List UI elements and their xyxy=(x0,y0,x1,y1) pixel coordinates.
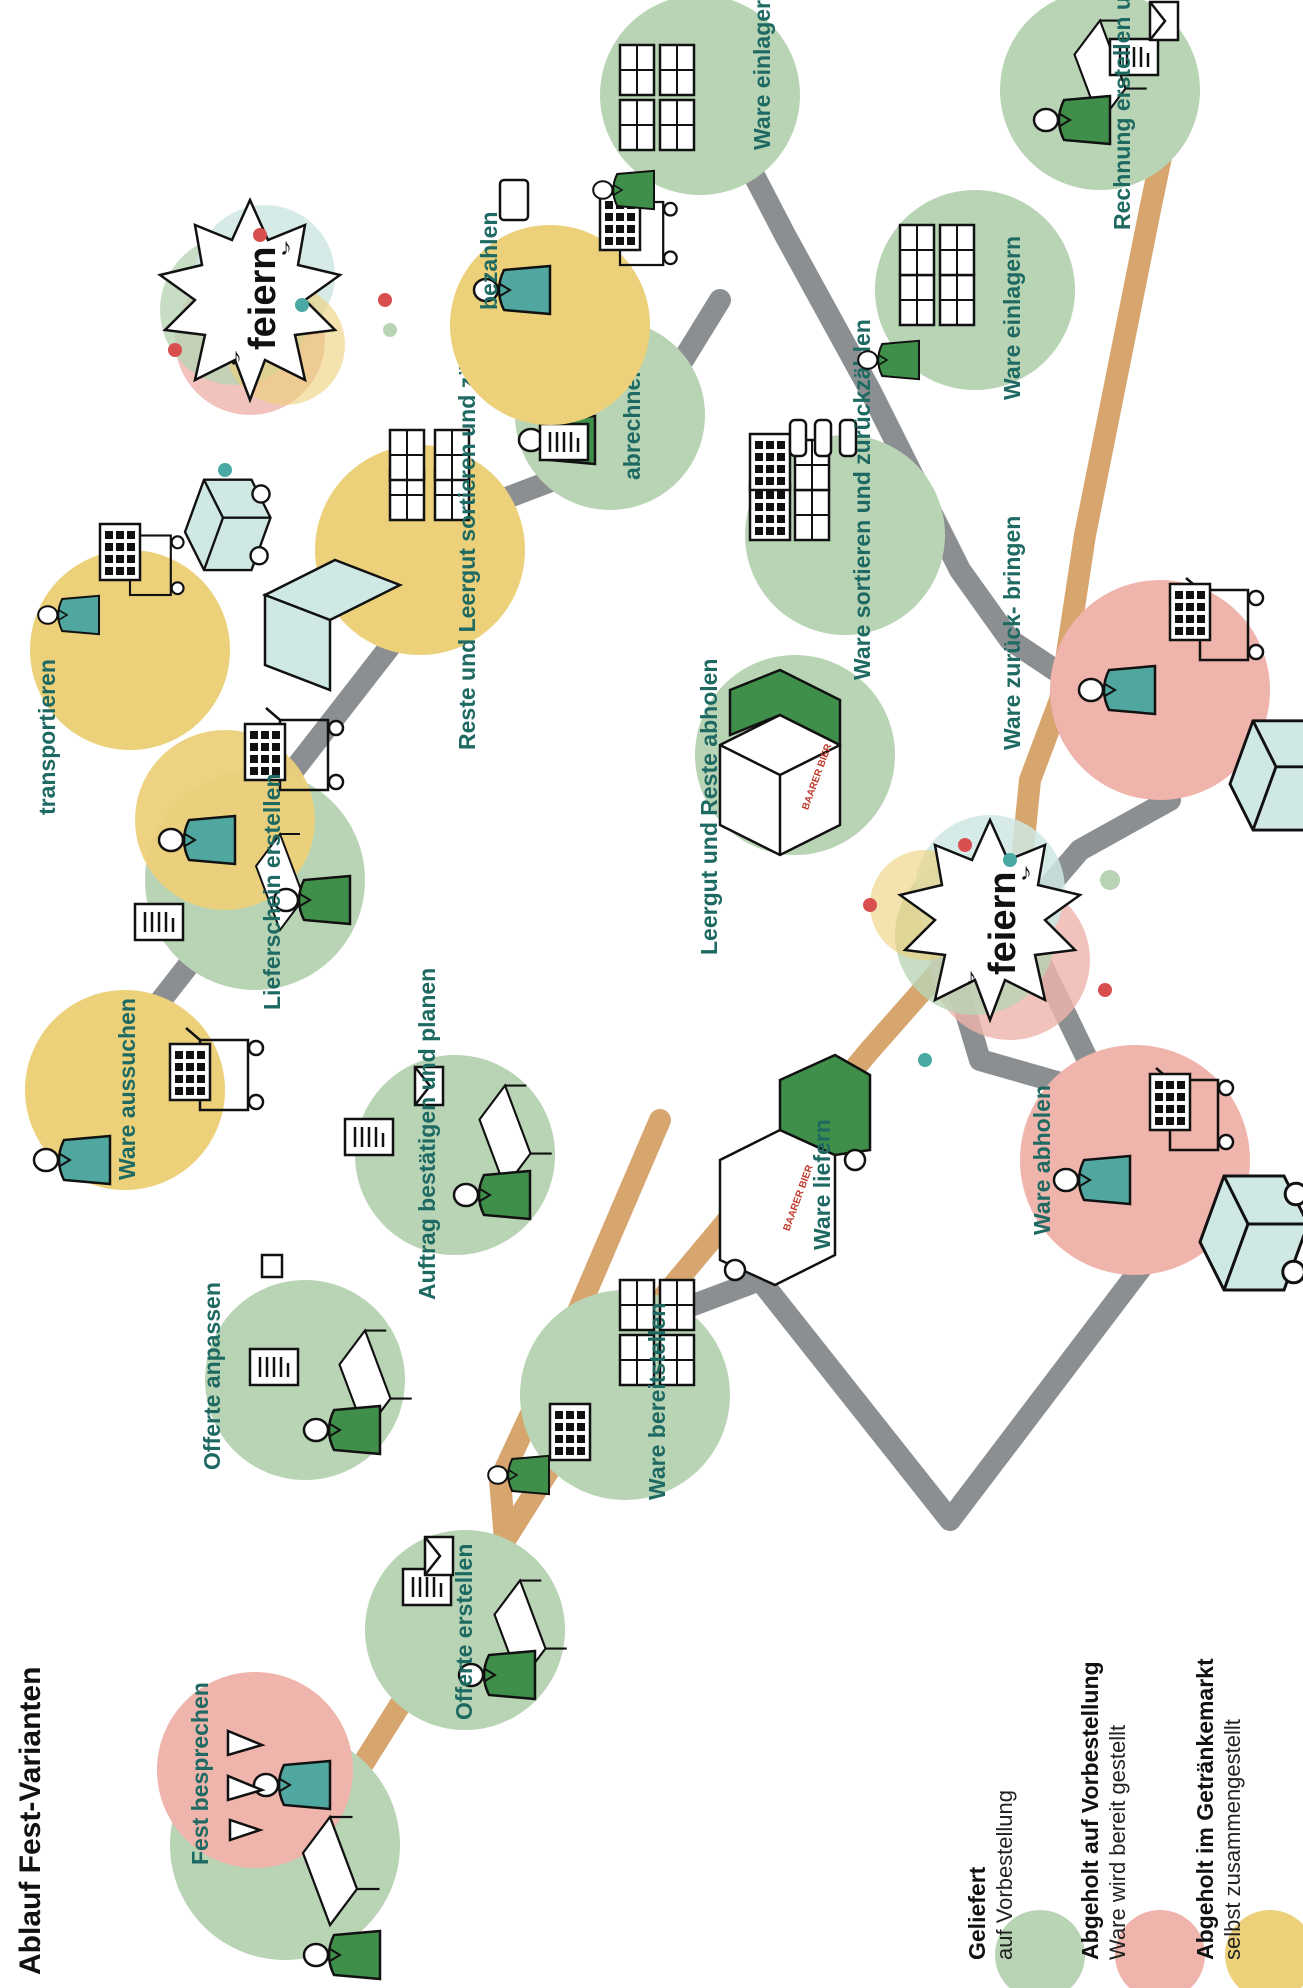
label-ware-zurueckbringen: Ware zurück- bringen xyxy=(999,516,1025,750)
station-ware-zurueckbringen: Ware zurück- bringen xyxy=(999,516,1303,832)
svg-text:auf Vorbestellung: auf Vorbestellung xyxy=(992,1790,1017,1960)
station-fest-besprechen: Fest besprechen xyxy=(157,1672,400,1981)
station-ware-einlagern-top: Ware einlagern xyxy=(592,0,800,211)
svg-text:Fest besprechen: Fest besprechen xyxy=(187,1682,213,1865)
label-ware-sortieren: Ware sortieren und zurückzählen xyxy=(849,319,875,680)
legend: Geliefert auf Vorbestellung Abgeholt auf… xyxy=(964,1658,1303,1988)
svg-text:feiern: feiern xyxy=(982,872,1024,975)
label-ware-einlagern-top: Ware einlagern xyxy=(749,0,775,150)
station-ware-einlagern-bottom: Ware einlagern xyxy=(857,190,1075,400)
svg-text:Ware sortieren und zurückzähle: Ware sortieren und zurückzählen xyxy=(849,319,875,680)
svg-text:Rechnung erstellen und schicke: Rechnung erstellen und schicken xyxy=(1109,0,1135,230)
svg-text:Offerte erstellen: Offerte erstellen xyxy=(451,1544,477,1720)
station-offerte-anpassen: Offerte anpassen xyxy=(199,1253,413,1480)
label-leergut-abholen: Leergut und Reste abholen xyxy=(696,659,722,955)
label-transportieren: transportieren xyxy=(34,659,60,815)
svg-text:Geliefert: Geliefert xyxy=(964,1866,990,1960)
svg-text:Ware aussuchen: Ware aussuchen xyxy=(114,998,140,1180)
svg-text:Ware zurück- bringen: Ware zurück- bringen xyxy=(999,516,1025,750)
label-auftrag-bestaetigen: Auftrag bestätigen und planen xyxy=(414,968,440,1300)
label-feiern-bottom: feiern xyxy=(982,872,1024,975)
note-icon: ♪ xyxy=(965,964,977,991)
label-ware-abholen: Ware abholen xyxy=(1029,1085,1055,1235)
label-ware-aussuchen: Ware aussuchen xyxy=(114,998,140,1180)
svg-text:Abgeholt im Getränkemarkt: Abgeholt im Getränkemarkt xyxy=(1192,1658,1218,1960)
svg-text:Offerte anpassen: Offerte anpassen xyxy=(199,1282,225,1470)
legend-swatch xyxy=(995,1910,1085,1988)
label-lieferschein-erstellen: Lieferschein erstellen xyxy=(259,774,285,1011)
note-icon: ♪ xyxy=(230,344,242,371)
svg-text:Ware einlagern: Ware einlagern xyxy=(749,0,775,150)
label-fest-besprechen: Fest besprechen xyxy=(187,1682,213,1865)
station-ware-abholen: Ware abholen xyxy=(1020,1045,1303,1292)
station-bezahlen: bezahlen xyxy=(450,178,678,425)
station-feiern-top: feiern ♪ ♪ xyxy=(157,196,397,477)
label-ware-einlagern-bottom: Ware einlagern xyxy=(999,236,1025,400)
svg-text:Lieferschein erstellen: Lieferschein erstellen xyxy=(259,774,285,1011)
svg-text:Auftrag bestätigen und planen: Auftrag bestätigen und planen xyxy=(414,968,440,1300)
bottles-icon xyxy=(788,418,858,458)
note-icon: ♪ xyxy=(1020,859,1032,886)
card-icon xyxy=(498,178,530,222)
label-ware-liefern: Ware liefern xyxy=(809,1119,835,1250)
note-icon: ♪ xyxy=(280,234,292,261)
svg-text:transportieren: transportieren xyxy=(34,659,60,815)
station-lieferschein-erstellen: Lieferschein erstellen xyxy=(133,706,365,1011)
burst-icon xyxy=(897,816,1083,1024)
label-offerte-erstellen: Offerte erstellen xyxy=(451,1544,477,1720)
station-feiern-bottom: feiern ♪ ♪ xyxy=(863,815,1120,1067)
label-offerte-anpassen: Offerte anpassen xyxy=(199,1282,225,1470)
svg-text:bezahlen: bezahlen xyxy=(476,212,502,310)
station-leergut-abholen: BAARER BIER Leergut und Reste abholen xyxy=(695,655,895,955)
station-ware-liefern: BAARER BIER Ware liefern xyxy=(718,1053,872,1287)
station-rechnung: Rechnung erstellen und schicken xyxy=(1000,0,1200,230)
burst-icon xyxy=(157,196,343,404)
station-ware-sortieren: Ware sortieren und zurückzählen xyxy=(745,319,945,680)
svg-text:Ware bereitstellen: Ware bereitstellen xyxy=(644,1303,670,1500)
legend-item-geliefert: Geliefert auf Vorbestellung xyxy=(964,1790,1085,1988)
label-feiern-top: feiern xyxy=(242,247,284,350)
svg-text:Leergut und Reste abholen: Leergut und Reste abholen xyxy=(696,659,722,955)
label-bezahlen: bezahlen xyxy=(476,212,502,310)
label-rechnung: Rechnung erstellen und schicken xyxy=(1109,0,1135,230)
svg-text:feiern: feiern xyxy=(242,247,284,350)
legend-item-abgeholt-getraenkemarkt: Abgeholt im Getränkemarkt selbst zusamme… xyxy=(1192,1658,1303,1988)
station-offerte-erstellen: Offerte erstellen xyxy=(365,1530,568,1730)
svg-text:Ware liefern: Ware liefern xyxy=(809,1119,835,1250)
legend-swatch xyxy=(1225,1910,1303,1988)
svg-text:Ware wird bereit gestellt: Ware wird bereit gestellt xyxy=(1105,1725,1130,1960)
legend-swatch xyxy=(1115,1910,1205,1988)
station-ware-bereitstellen: Ware bereitstellen xyxy=(487,1278,730,1500)
page-title: Ablauf Fest-Varianten xyxy=(14,1667,47,1975)
station-auftrag-bestaetigen: Auftrag bestätigen und planen xyxy=(343,968,555,1300)
station-transportieren: transportieren xyxy=(30,478,272,815)
station-ware-aussuchen: Ware aussuchen xyxy=(25,990,265,1190)
label-ware-bereitstellen: Ware bereitstellen xyxy=(644,1303,670,1500)
svg-text:selbst zusammengestellt: selbst zusammengestellt xyxy=(1220,1719,1245,1960)
svg-text:Ware abholen: Ware abholen xyxy=(1029,1085,1055,1235)
svg-text:Ware einlagern: Ware einlagern xyxy=(999,236,1025,400)
svg-text:Abgeholt auf Vorbestellung: Abgeholt auf Vorbestellung xyxy=(1077,1661,1103,1960)
legend-item-abgeholt-vorbestellung: Abgeholt auf Vorbestellung Ware wird ber… xyxy=(1077,1661,1205,1988)
